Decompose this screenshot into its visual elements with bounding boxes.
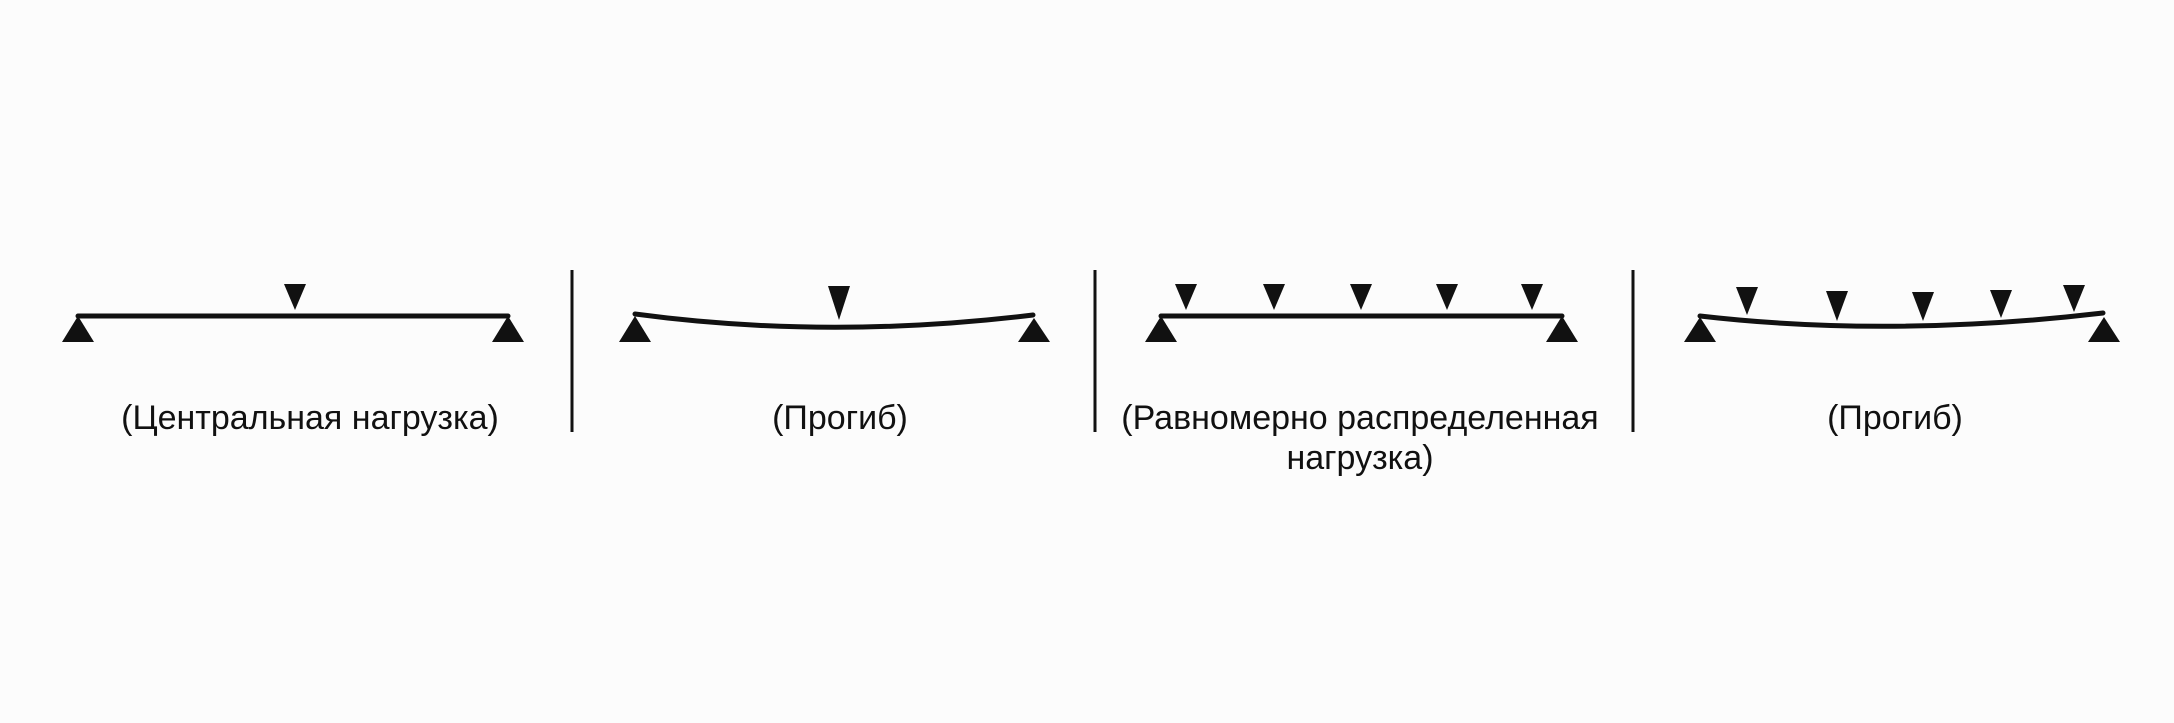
support-triangle-icon [1546,316,1578,342]
panel-central-load [62,284,524,342]
load-arrow-icon [828,286,850,320]
load-arrow-icon [1826,291,1848,321]
support-triangle-icon [62,316,94,342]
load-arrow-icon [1912,292,1934,321]
deflected-beam [1697,310,2106,329]
support-triangle-icon [492,316,524,342]
support-triangle-icon [2088,317,2120,342]
support-triangle-icon [1018,318,1050,342]
support-triangle-icon [1684,317,1716,342]
load-arrow-icon [1521,284,1543,310]
load-arrow-icon [1990,290,2012,318]
load-arrow-icon [1436,284,1458,310]
caption-central-load: (Центральная нагрузка) [121,399,499,437]
load-arrow-icon [1263,284,1285,310]
caption-deflection: (Прогиб) [772,399,908,437]
support-triangle-icon [1145,316,1177,342]
load-arrow-icon [1175,284,1197,310]
support-triangle-icon [619,316,651,342]
load-arrow-icon [284,284,306,310]
panel-uniform-load [1145,284,1578,342]
load-arrow-icon [1350,284,1372,310]
load-arrow-icon [2063,285,2085,312]
caption-uniform-load: (Равномерно распределенная нагрузка) [1121,399,1599,477]
load-arrow-icon [1736,287,1758,315]
caption-deflection: (Прогиб) [1827,399,1963,437]
panel-deflection-uniform [1684,285,2120,342]
deflected-beam [632,311,1036,330]
panel-deflection-point [619,286,1050,342]
